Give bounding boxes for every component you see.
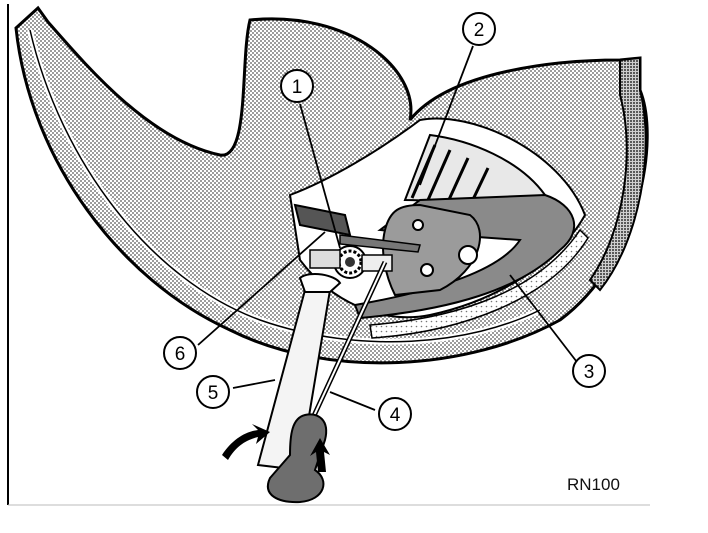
adjusting-tool-tip: [298, 272, 342, 293]
web-hole-2: [420, 263, 434, 277]
web-hole-3: [412, 219, 424, 231]
brake-lining: [369, 228, 589, 339]
leader-2: [419, 45, 474, 186]
callout-2: 2: [462, 12, 496, 46]
screwdriver-shaft-highlight: [311, 261, 386, 421]
backing-plate-rim-edge: [29, 29, 541, 343]
web-hole-1: [458, 245, 478, 265]
svg-text:6: 6: [175, 344, 186, 365]
adjuster-lever: [339, 234, 421, 253]
screwdriver-handle: [267, 413, 328, 504]
leader-1: [299, 103, 341, 249]
reference-code: RN100: [567, 475, 620, 494]
motion-arrow-right: [310, 438, 330, 472]
adjuster-strut: [293, 203, 352, 237]
leader-lines: [197, 45, 581, 411]
callout-4: 4: [378, 397, 412, 431]
svg-text:5: 5: [208, 383, 219, 404]
callout-1: 1: [280, 69, 314, 103]
right-flange: [588, 56, 647, 292]
svg-text:3: 3: [584, 362, 595, 383]
callout-6: 6: [163, 336, 197, 370]
svg-text:1: 1: [292, 77, 303, 98]
callout-3: 3: [572, 354, 606, 388]
leader-6: [197, 231, 326, 346]
svg-text:2: 2: [474, 20, 485, 41]
star-wheel-adjuster: [309, 245, 393, 279]
leader-4: [329, 391, 376, 411]
svg-text:4: 4: [390, 405, 401, 426]
motion-arrow-left: [222, 424, 270, 460]
leader-3: [509, 274, 581, 367]
leader-5: [232, 379, 276, 389]
callout-5: 5: [196, 375, 230, 409]
